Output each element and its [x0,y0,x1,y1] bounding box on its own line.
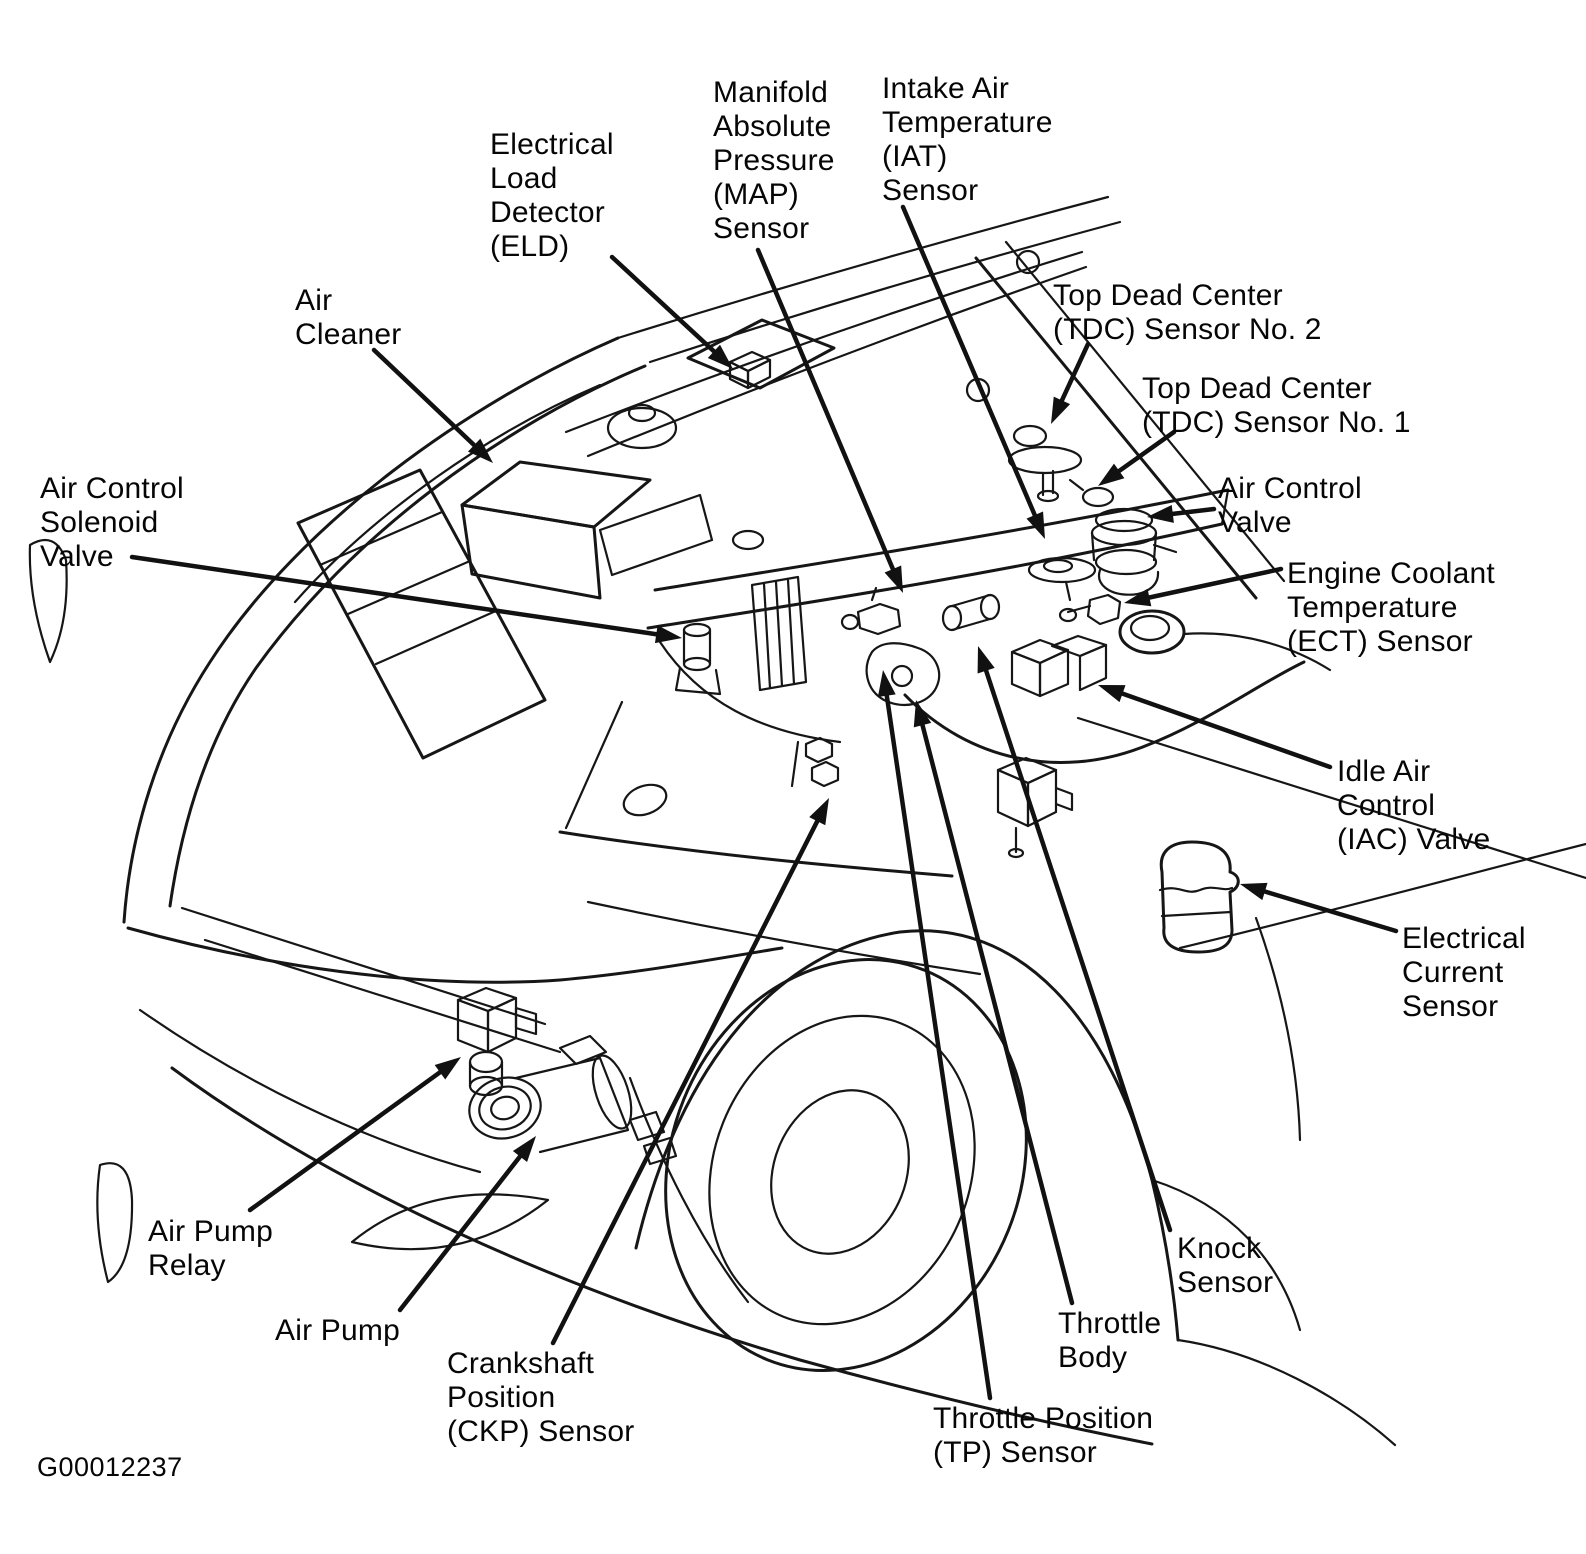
arrowhead-iat-sensor [1026,511,1045,539]
air-pump-relay-drawing [456,986,538,1097]
label-throttle-body: Throttle Body [1058,1307,1162,1374]
arrowhead-air-control-valve [1147,504,1174,523]
air-pump-drawing [468,1034,678,1166]
leader-air-pump-relay [247,1057,461,1213]
leader-lines [129,204,1399,1401]
leader-iat-sensor [900,204,1045,539]
arrowhead-electrical-current-sensor [1240,882,1268,901]
leader-line-tdc-sensor-1 [1116,429,1177,474]
leader-tdc-sensor-2 [1051,341,1091,424]
leader-line-tp-sensor [884,693,993,1401]
air-control-valve-drawing [1090,507,1178,596]
label-iat-sensor: Intake Air Temperature (IAT) Sensor [882,72,1053,207]
leader-ckp-sensor [550,798,829,1346]
tdc2-sensor-drawing [1007,424,1083,503]
label-ckp-sensor: Crankshaft Position (CKP) Sensor [447,1347,635,1448]
label-tdc-sensor-2: Top Dead Center (TDC) Sensor No. 2 [1053,279,1322,346]
leader-line-tdc-sensor-2 [1059,341,1091,403]
leader-line-iat-sensor [900,204,1038,518]
leader-air-pump [397,1136,536,1313]
leader-line-throttle-body [920,722,1075,1306]
leader-throttle-body [913,700,1075,1306]
label-tdc-sensor-1: Top Dead Center (TDC) Sensor No. 1 [1142,372,1411,439]
leader-eld [609,254,733,369]
leader-ect-sensor [1124,566,1284,607]
car-body-outline [28,195,1586,1446]
arrowhead-iac-valve [1098,685,1126,703]
arrowhead-tdc-sensor-2 [1051,396,1071,424]
arrowhead-tdc-sensor-1 [1098,463,1125,486]
arrowhead-air-cleaner [467,438,493,463]
arrowhead-air-pump [512,1136,536,1163]
arrowhead-map-sensor [884,565,903,593]
label-iac-valve: Idle Air Control (IAC) Valve [1337,755,1491,856]
arrowhead-air-pump-relay [434,1057,461,1080]
front-wheel [628,929,1397,1447]
leader-air-control-valve [1147,504,1217,523]
iat-sensor-drawing [1027,556,1097,602]
label-air-cleaner: Air Cleaner [295,284,402,351]
leader-line-iac-valve [1120,691,1333,770]
leader-line-air-cleaner [371,347,477,448]
leader-line-map-sensor [755,247,896,572]
electrical-current-sensor-drawing [1158,840,1240,954]
leader-knock-sensor [977,646,1173,1233]
eld-unit-drawing [728,350,772,390]
leader-air-cleaner [371,347,493,463]
leader-line-ckp-sensor [550,818,820,1346]
engine-bay-internals [296,249,1332,976]
iac-valve-drawing [1010,634,1108,698]
leader-line-knock-sensor [983,668,1173,1233]
label-air-control-solenoid: Air Control Solenoid Valve [40,472,184,573]
arrowhead-throttle-body [913,700,932,728]
leader-electrical-current-sensor [1240,882,1399,934]
leader-line-air-pump-relay [247,1070,443,1213]
arrowhead-ckp-sensor [809,798,829,826]
figure-id: G00012237 [37,1452,183,1482]
leader-iac-valve [1098,685,1333,770]
arrowhead-tp-sensor [877,670,896,698]
label-air-pump-relay: Air Pump Relay [148,1215,273,1282]
leader-line-ect-sensor [1147,566,1284,600]
label-knock-sensor: Knock Sensor [1177,1232,1274,1299]
leader-line-eld [609,254,717,354]
leader-air-control-solenoid [129,554,682,644]
arrowhead-air-control-solenoid [654,625,682,644]
ect-sensor-drawing [1058,593,1122,626]
arrowhead-knock-sensor [977,646,995,674]
arrowhead-eld [707,344,733,369]
map-sensor-drawing [840,586,902,636]
label-tp-sensor: Throttle Position (TP) Sensor [933,1402,1154,1469]
arrowhead-ect-sensor [1124,588,1152,607]
leader-tp-sensor [877,670,993,1401]
leader-tdc-sensor-1 [1098,429,1177,486]
leader-line-electrical-current-sensor [1262,889,1399,934]
label-eld: Electrical Load Detector (ELD) [490,128,614,263]
label-air-control-valve: Air Control Valve [1218,472,1362,539]
ckp-sensor-drawing [790,736,840,788]
tdc1-sensor-drawing [1068,478,1115,508]
leader-map-sensor [755,247,903,593]
purge-valve-drawing [996,756,1074,859]
throttle-body-drawing [865,642,941,706]
leader-line-air-pump [397,1154,523,1313]
label-air-pump: Air Pump [275,1314,400,1347]
leader-line-air-control-valve [1170,506,1217,517]
leader-line-air-control-solenoid [129,554,659,637]
label-map-sensor: Manifold Absolute Pressure (MAP) Sensor [713,76,835,245]
air-control-solenoid-drawing [674,622,722,696]
knock-sensor-drawing [941,593,1001,632]
label-electrical-current-sensor: Electrical Current Sensor [1402,922,1526,1023]
label-ect-sensor: Engine Coolant Temperature (ECT) Sensor [1287,557,1495,658]
